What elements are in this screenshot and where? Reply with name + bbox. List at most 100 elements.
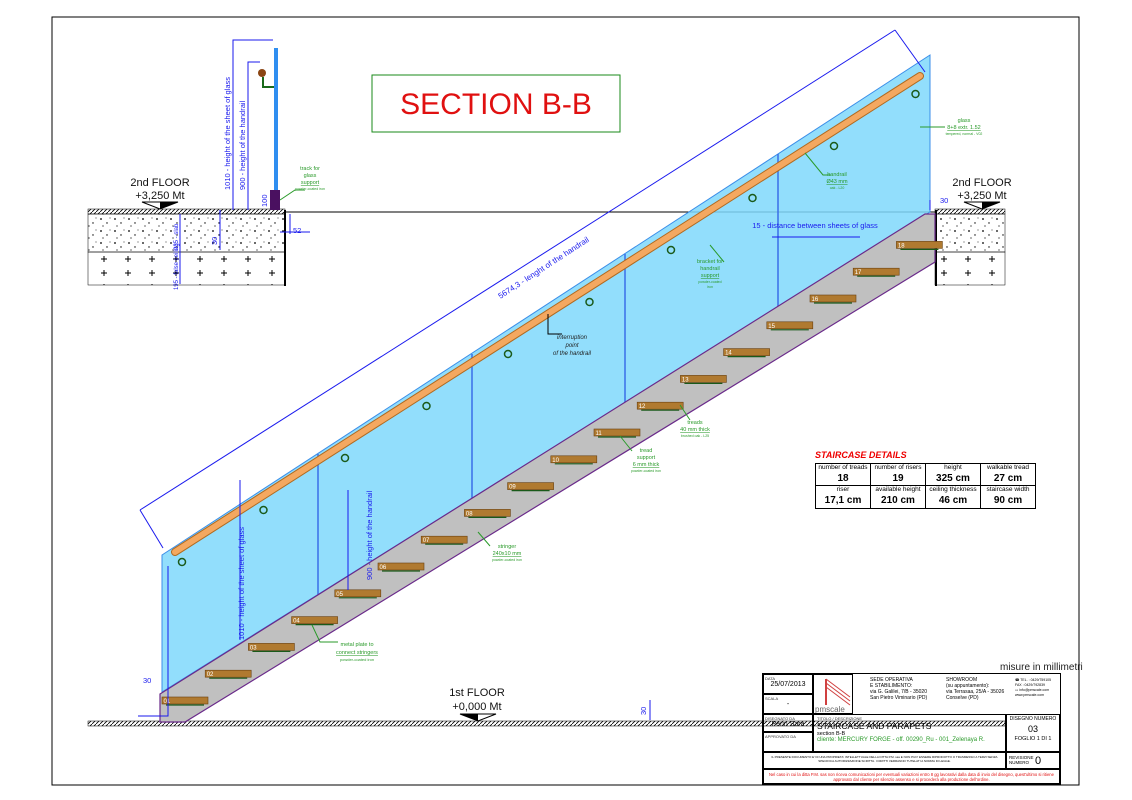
section-title-box [371,74,621,133]
glass-gap-dimension: 15 - distance between sheets of glass [752,221,878,230]
drawn-label: DISEGNATO DA [765,716,795,721]
note-bracket: handrail [700,266,720,272]
hq-line: San Pietro Viminario (PD) [870,695,928,701]
detail-value: 325 cm [936,472,970,484]
tread: 08 [464,509,511,519]
tread-number: 01 [164,699,171,705]
details-title: STAIRCASE DETAILS [815,450,907,460]
note-glass: tempered, normal - V02 [946,132,983,136]
detail-value: 18 [837,472,849,484]
hq-line: SEDE OPERATIVA [870,677,913,683]
tread-number: 14 [725,351,732,357]
track-height: 100 [260,194,269,207]
email: info@pmscale.com [1019,688,1050,692]
note-tread-support: tread [640,448,653,454]
floor-level-upper-right: +3,250 Mt [957,190,1006,202]
handrail-bracket-icon [585,297,594,307]
handrail-bracket-icon [911,89,920,99]
glass-parapet [161,54,931,693]
tread-number: 11 [596,431,603,437]
note-stringer: powder-coated iron [492,558,522,562]
note-track: track for [300,166,320,172]
tread: 01 [161,696,209,706]
fax: FAX : 0429/792839 [1015,683,1045,687]
handrail-height-top: 900 - height of the handrail [238,100,247,190]
desc-label: TITOLO / DESCRIZIONE [817,716,863,721]
tread-number: 04 [293,619,300,625]
glass-section [274,48,278,208]
tread-number: 02 [207,672,214,678]
showroom-line: (su appuntamento): [946,683,990,689]
tread: 11 [593,428,641,438]
drawing-subtitle: section B-B [817,731,846,737]
tread: 09 [507,482,554,492]
floor-name-lower: 1st FLOOR [449,687,505,699]
detail-value: 19 [892,472,904,484]
drawing-no: 03 [1027,724,1038,734]
note-treads: treads [687,420,703,426]
handrail-bracket-icon [829,141,839,151]
note-treads: 40 mm thick [680,427,710,433]
sheet: FOGLIO 1 DI 1 [1014,736,1052,742]
tread: 12 [636,401,684,411]
note-track: glass [304,173,317,179]
note-metal-plate: connect stringers [336,650,378,656]
tread-number: 16 [812,297,819,303]
tread-number: 08 [466,511,473,517]
detail-label: height [944,464,962,471]
floor-level-upper-left: +3,250 Mt [135,190,184,202]
scale-label: SCALA [765,696,779,701]
note-tread-support: 6 mm thick [633,462,660,468]
floor-name-upper-right: 2nd FLOOR [952,177,1011,189]
dim-30-floor: 30 [639,707,648,715]
handrail-bracket-icon [340,453,350,463]
tread: 16 [809,294,857,304]
tread: 05 [334,589,382,599]
tread: 04 [291,616,338,626]
website: www.pmscale.com [1015,693,1044,697]
handrail-length-dimension [139,29,926,549]
tread: 17 [852,267,900,277]
tread-number: 18 [898,243,905,249]
glass-track [270,190,280,210]
tread-number: 07 [423,538,430,544]
detail-label: number of treads [818,464,868,471]
section-title: SECTION B-B [400,88,592,121]
drawing-no-label: DISEGNO NUMERO [1009,716,1057,722]
floor-level-lower: +0,000 Mt [452,701,501,713]
dim-30-slab: 30 [210,237,219,245]
date-label: DATA [765,676,776,681]
handrail-bracket-icon [422,401,431,411]
handrail-bracket-icon [177,557,187,567]
sheet-border [51,16,1080,786]
logo-text: pmscale [815,705,845,713]
detail-label: walkable tread [987,464,1029,471]
detail-label: staircase width [986,486,1030,494]
note-metal-plate: powder-coated iron [340,657,374,662]
tread-number: 15 [768,324,775,330]
detail-label: number of risers [874,464,922,471]
handrail-bracket-icon [259,505,268,515]
handrail-section [258,69,266,77]
note-handrail: Ø43 mm [826,179,848,185]
note-track: support [301,180,320,186]
company-logo: pmscale [813,674,853,714]
note-interruption: of the handrail [553,351,592,357]
approval-notice: Nel caso in cui la ditta P.M. sas non ri… [763,769,1060,784]
showroom-line: via Terrasaa, 25/A - 35026 [946,689,1005,695]
tread: 18 [896,241,943,250]
scale: - [786,701,790,708]
drawing-title: STAIRCASE AND PARAPETS [817,721,932,731]
hq-line: E STABILIMENTO: [870,683,913,689]
floor-name-upper-left: 2nd FLOOR [130,177,189,189]
tread-number: 09 [509,485,516,491]
tread: 06 [377,562,425,572]
level-marker-icon [141,201,1001,722]
note-treads: brushed oak - L25 [681,434,709,438]
